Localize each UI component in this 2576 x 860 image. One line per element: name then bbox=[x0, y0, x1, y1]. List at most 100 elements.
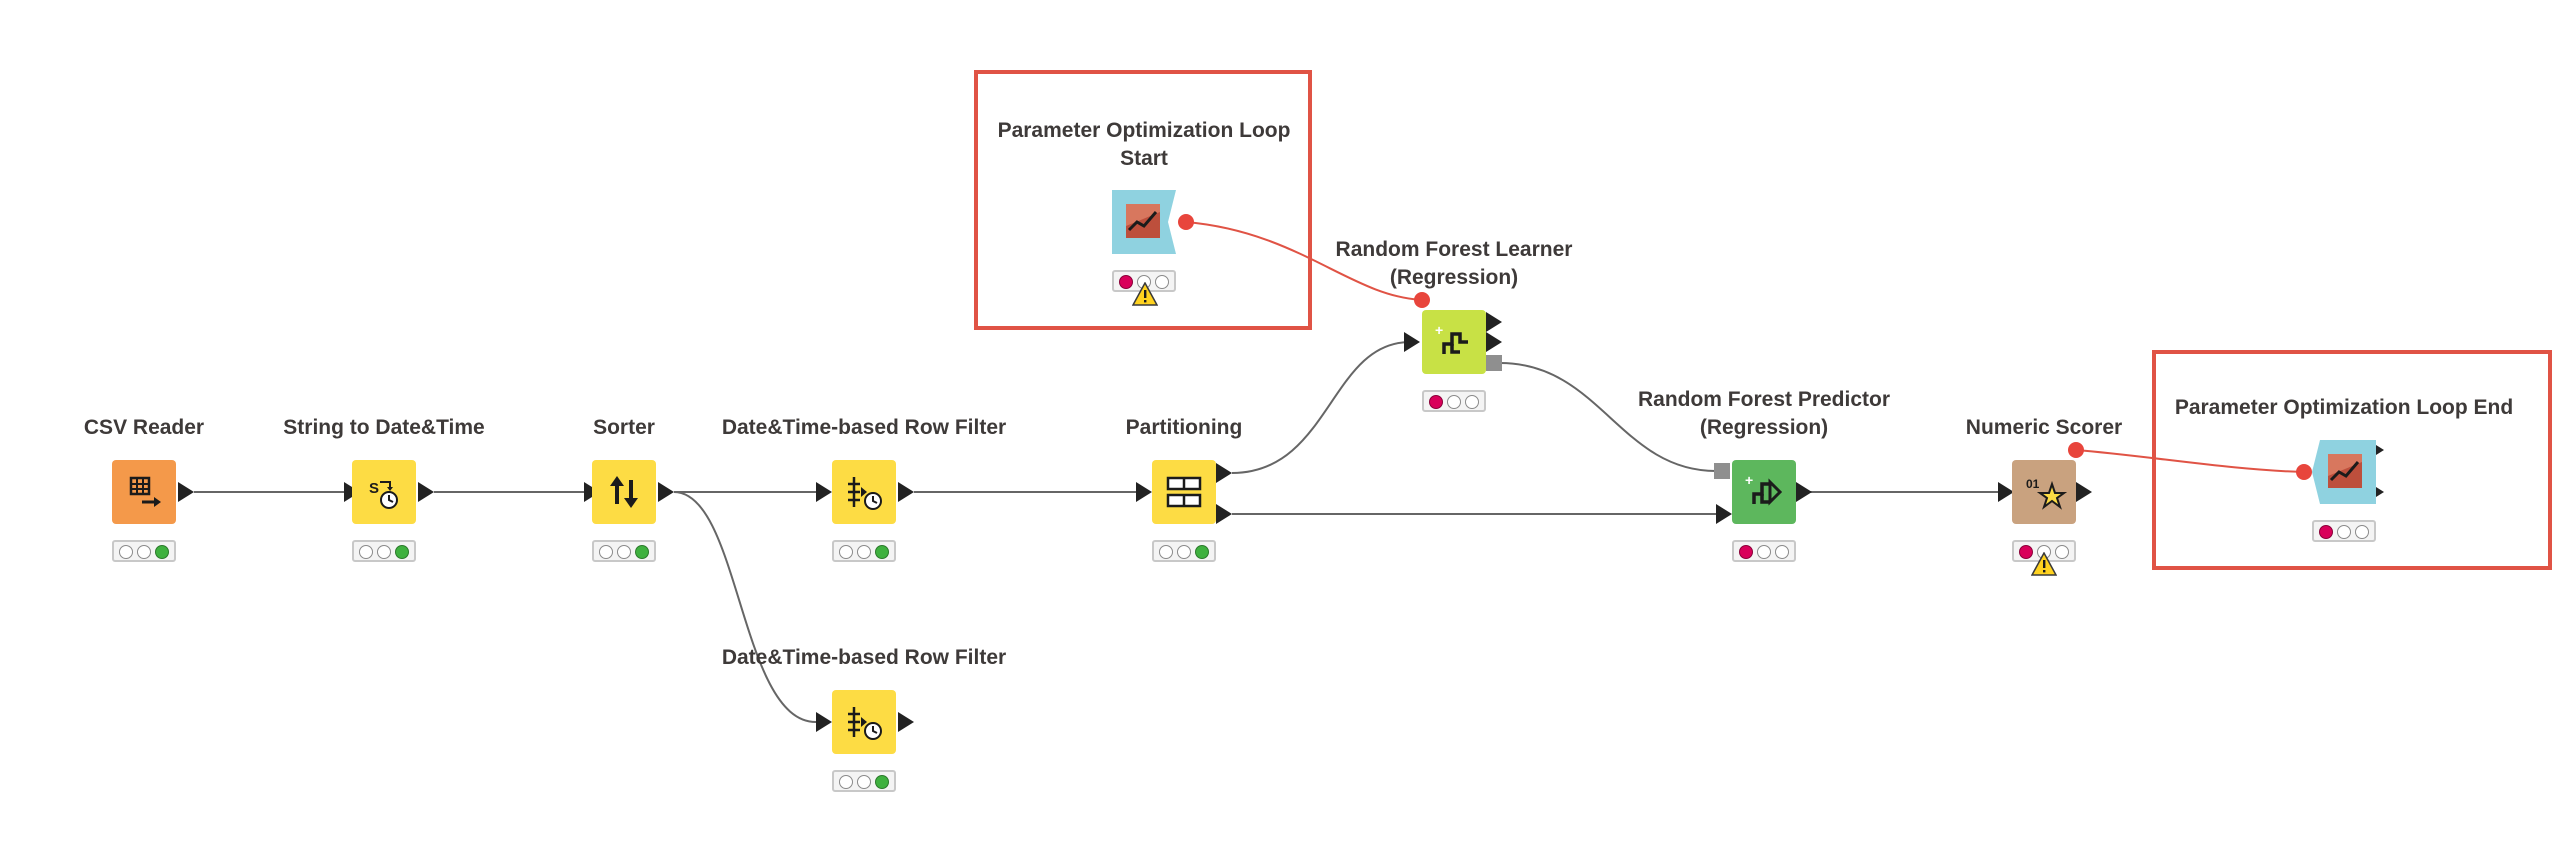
node-param-opt-loop-end[interactable] bbox=[2312, 440, 2376, 504]
node-label-sorter[interactable]: Sorter bbox=[593, 416, 655, 439]
flow-variable-port[interactable] bbox=[1178, 214, 1194, 230]
node-status-param-opt-loop-end bbox=[2312, 520, 2376, 542]
status-lamp bbox=[1775, 545, 1789, 559]
node-label-param-opt-loop-start[interactable]: Parameter Optimization Loop Start bbox=[997, 119, 1291, 170]
scorer-star-icon: 01 bbox=[2026, 477, 2068, 510]
node-string-to-datetime[interactable]: S bbox=[352, 460, 416, 524]
status-lamp bbox=[1155, 275, 1169, 289]
status-lamp bbox=[1465, 395, 1479, 409]
flow-variable-port[interactable] bbox=[2296, 464, 2312, 480]
status-lamp-green bbox=[1195, 545, 1209, 559]
node-dt-row-filter-2[interactable] bbox=[832, 690, 896, 754]
node-label-rf-learner[interactable]: Random Forest Learner (Regression) bbox=[1335, 238, 1573, 289]
connection-partitioning-to-learner[interactable] bbox=[1231, 341, 1411, 474]
model-in-port[interactable] bbox=[1714, 463, 1730, 479]
in-port[interactable] bbox=[1136, 482, 1152, 502]
connection-learner-to-predictor[interactable] bbox=[1499, 362, 1717, 472]
tree-learner-icon: + bbox=[1435, 322, 1468, 354]
out-port[interactable] bbox=[1796, 482, 1812, 502]
out-port[interactable] bbox=[1216, 463, 1232, 483]
table-export-icon bbox=[129, 476, 161, 507]
connection-sorter-to-filter2[interactable] bbox=[673, 491, 817, 723]
status-lamp bbox=[857, 775, 871, 789]
node-status-dt-row-filter-2 bbox=[832, 770, 896, 792]
status-lamp bbox=[2337, 525, 2351, 539]
node-status-dt-row-filter-1 bbox=[832, 540, 896, 562]
out-port[interactable] bbox=[658, 482, 674, 502]
node-label-dt-row-filter-1[interactable]: Date&Time-based Row Filter bbox=[721, 416, 1007, 439]
node-status-rf-learner bbox=[1422, 390, 1486, 412]
string-to-clock-icon: S bbox=[369, 480, 398, 509]
status-lamp bbox=[119, 545, 133, 559]
node-rf-predictor[interactable]: + bbox=[1732, 460, 1796, 524]
out-port[interactable] bbox=[1486, 312, 1502, 332]
node-label-string-to-datetime[interactable]: String to Date&Time bbox=[283, 416, 485, 439]
node-sorter[interactable] bbox=[592, 460, 656, 524]
status-lamp-red bbox=[1739, 545, 1753, 559]
node-status-string-to-datetime bbox=[352, 540, 416, 562]
node-dt-row-filter-1[interactable] bbox=[832, 460, 896, 524]
status-lamp bbox=[359, 545, 373, 559]
node-status-partitioning bbox=[1152, 540, 1216, 562]
node-status-rf-predictor bbox=[1732, 540, 1796, 562]
node-csv-reader[interactable] bbox=[112, 460, 176, 524]
status-lamp bbox=[2355, 525, 2369, 539]
out-port[interactable] bbox=[1216, 504, 1232, 524]
in-port[interactable] bbox=[816, 712, 832, 732]
node-label-param-opt-loop-end[interactable]: Parameter Optimization Loop End bbox=[2174, 396, 2514, 419]
out-port[interactable] bbox=[1486, 332, 1502, 352]
status-lamp bbox=[839, 775, 853, 789]
status-lamp-green bbox=[635, 545, 649, 559]
out-port[interactable] bbox=[898, 712, 914, 732]
in-port[interactable] bbox=[1404, 332, 1420, 352]
status-lamp bbox=[617, 545, 631, 559]
node-label-partitioning[interactable]: Partitioning bbox=[1125, 416, 1243, 439]
node-label-numeric-scorer[interactable]: Numeric Scorer bbox=[1965, 416, 2123, 439]
out-port[interactable] bbox=[178, 482, 194, 502]
svg-text:+: + bbox=[1435, 322, 1443, 338]
tree-predictor-icon: + bbox=[1745, 472, 1783, 506]
loop-chart-icon bbox=[1112, 190, 1176, 254]
out-port[interactable] bbox=[2076, 482, 2092, 502]
status-lamp-green bbox=[875, 775, 889, 789]
status-lamp-red bbox=[1429, 395, 1443, 409]
flow-variable-port[interactable] bbox=[2068, 442, 2084, 458]
status-lamp bbox=[1177, 545, 1191, 559]
row-filter-clock-icon bbox=[848, 477, 882, 510]
warning-icon bbox=[1132, 282, 1158, 306]
status-lamp bbox=[377, 545, 391, 559]
status-lamp-green bbox=[875, 545, 889, 559]
status-lamp bbox=[1447, 395, 1461, 409]
status-lamp bbox=[1159, 545, 1173, 559]
svg-text:+: + bbox=[1745, 472, 1753, 488]
row-filter-clock-icon bbox=[848, 707, 882, 740]
node-label-rf-predictor[interactable]: Random Forest Predictor (Regression) bbox=[1637, 388, 1891, 439]
in-port[interactable] bbox=[1716, 504, 1732, 524]
out-port[interactable] bbox=[898, 482, 914, 502]
node-status-csv-reader bbox=[112, 540, 176, 562]
flow-variable-port[interactable] bbox=[1414, 292, 1430, 308]
node-numeric-scorer[interactable]: 01 bbox=[2012, 460, 2076, 524]
svg-text:01: 01 bbox=[2026, 477, 2040, 491]
status-lamp bbox=[2055, 545, 2069, 559]
status-lamp-red bbox=[1119, 275, 1133, 289]
model-out-port[interactable] bbox=[1486, 355, 1502, 371]
out-port[interactable] bbox=[418, 482, 434, 502]
in-port[interactable] bbox=[1998, 482, 2014, 502]
in-port[interactable] bbox=[816, 482, 832, 502]
node-partitioning[interactable] bbox=[1152, 460, 1216, 524]
partition-grid-icon bbox=[1166, 476, 1202, 508]
node-param-opt-loop-start[interactable] bbox=[1112, 190, 1176, 254]
node-rf-learner[interactable]: + bbox=[1422, 310, 1486, 374]
flow-variable-loopstart-to-learner[interactable] bbox=[1185, 221, 1423, 301]
node-label-csv-reader[interactable]: CSV Reader bbox=[83, 416, 205, 439]
status-lamp bbox=[137, 545, 151, 559]
status-lamp bbox=[857, 545, 871, 559]
flow-variable-scorer-to-loopend[interactable] bbox=[2075, 449, 2305, 473]
svg-text:S: S bbox=[369, 480, 379, 497]
node-label-dt-row-filter-2[interactable]: Date&Time-based Row Filter bbox=[721, 646, 1007, 669]
annotation-loop-end[interactable] bbox=[2152, 350, 2552, 570]
status-lamp-green bbox=[155, 545, 169, 559]
annotation-loop-start[interactable] bbox=[974, 70, 1312, 330]
